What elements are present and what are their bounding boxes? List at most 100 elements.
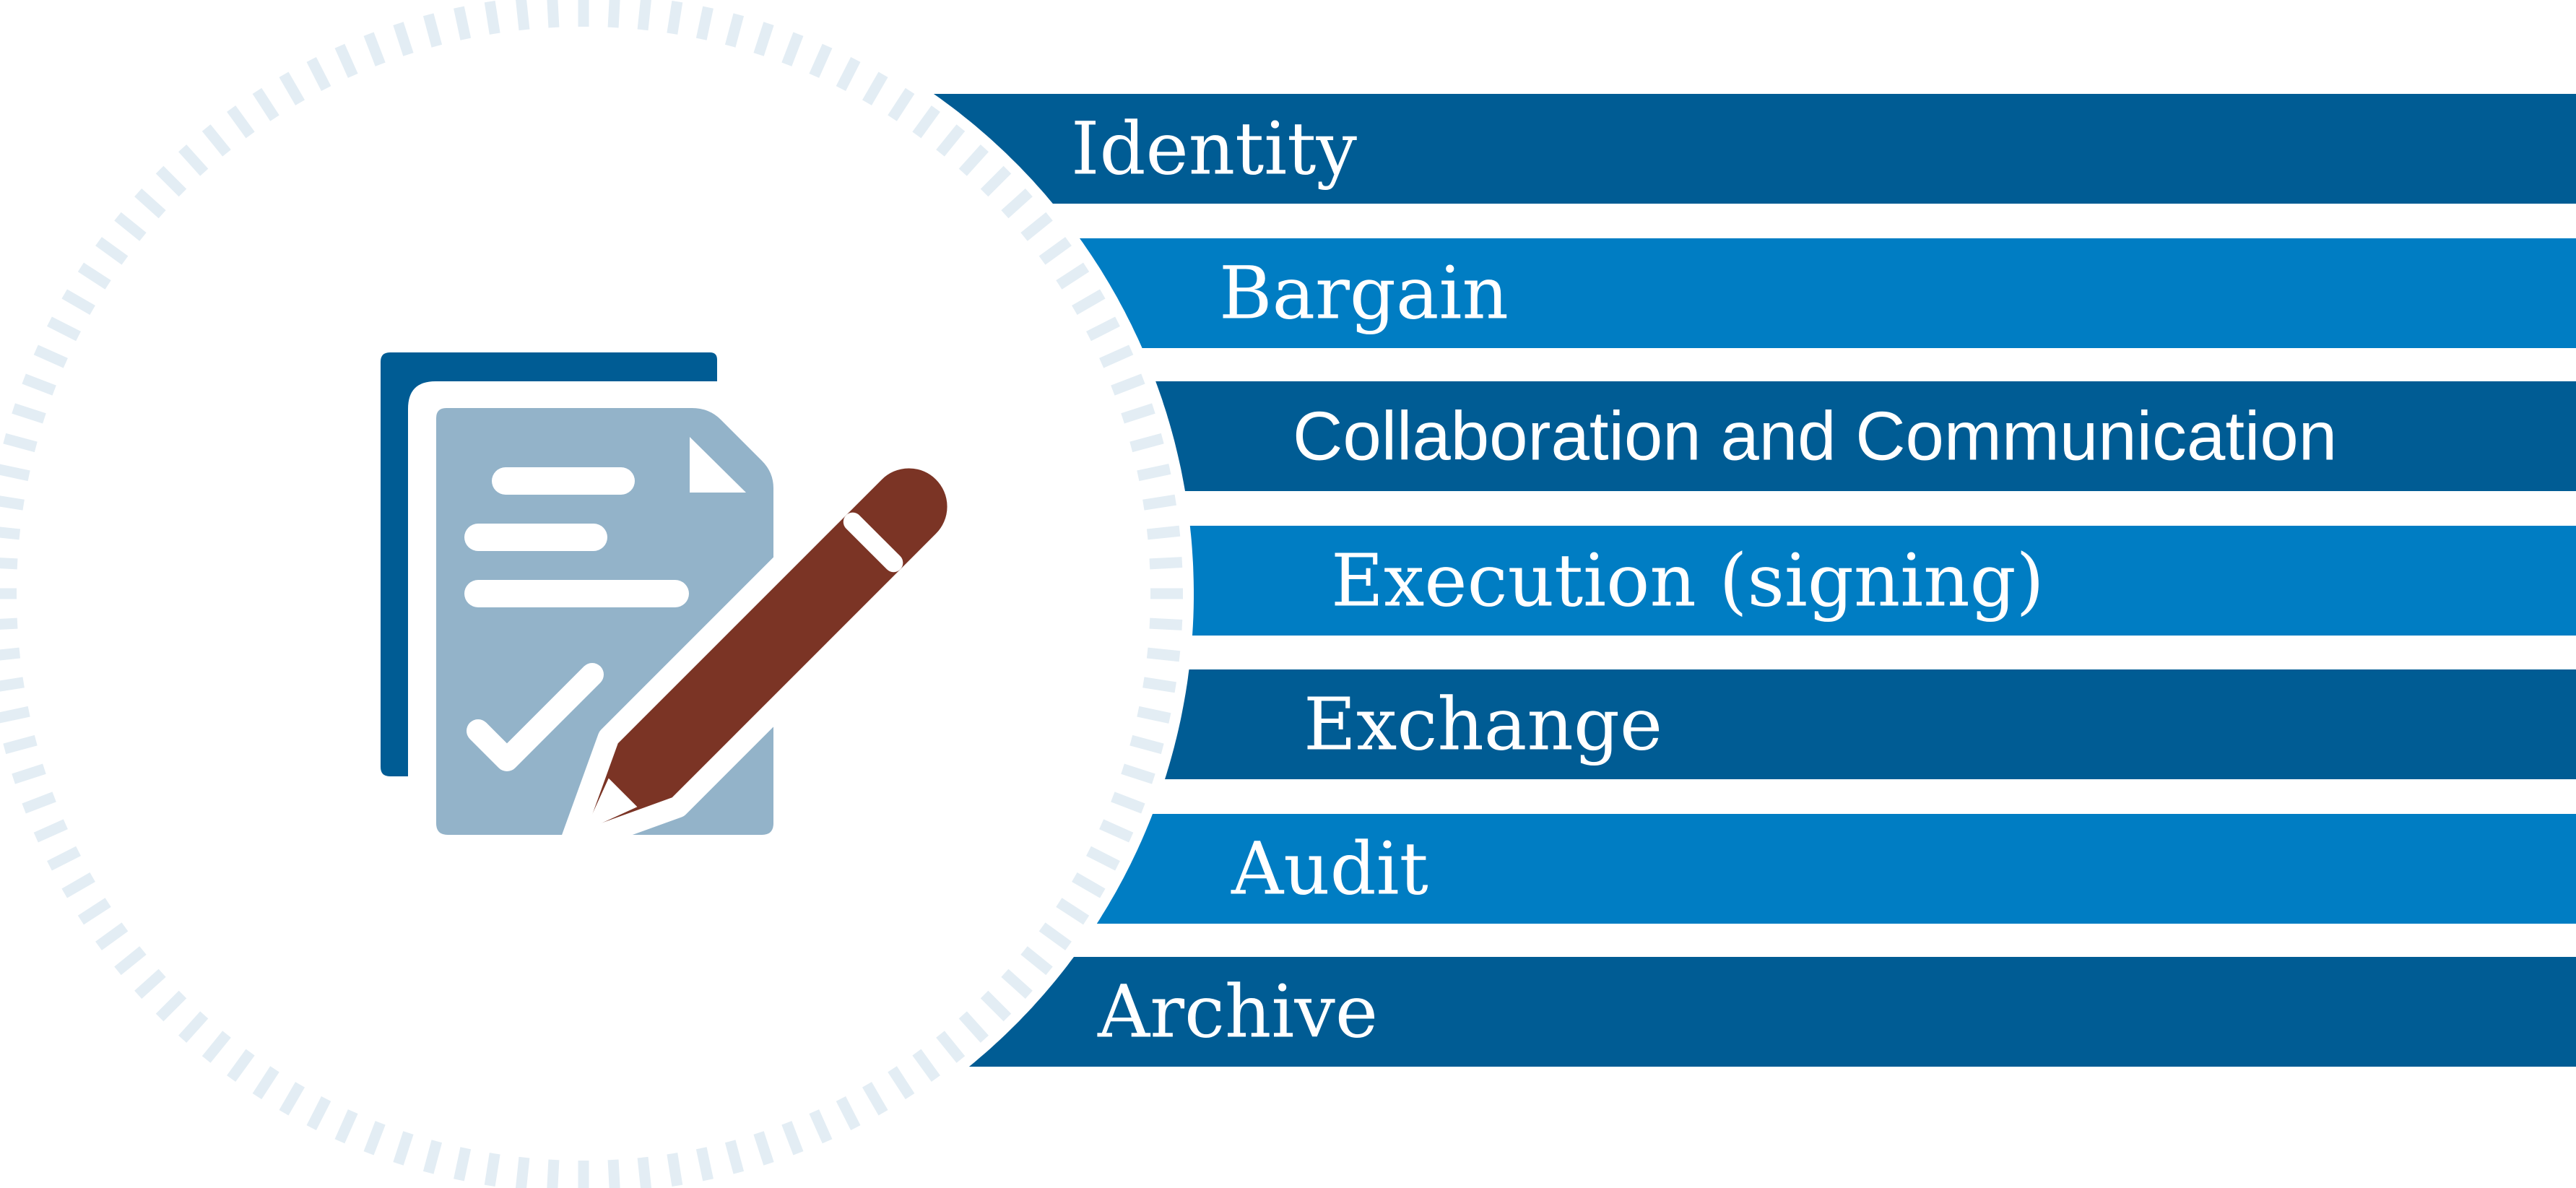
ring-dash	[1038, 237, 1072, 265]
ring-dash	[155, 990, 187, 1022]
ring-dash	[155, 165, 187, 197]
band-label-exchange: Exchange	[1304, 682, 1662, 767]
ring-dash	[363, 1121, 386, 1156]
ring-dash	[0, 706, 30, 724]
ring-dash	[1111, 373, 1145, 396]
ring-dash	[1099, 819, 1134, 843]
ring-dash	[936, 124, 966, 157]
ring-dash	[1001, 188, 1033, 219]
ring-dash	[980, 990, 1012, 1022]
lifecycle-band	[1189, 526, 2576, 636]
ring-dash	[1086, 846, 1120, 871]
ring-dash	[422, 13, 443, 48]
ring-dash	[0, 677, 25, 692]
ring-dash	[0, 495, 25, 511]
ring-dash	[33, 819, 68, 843]
ring-dash	[306, 1096, 331, 1130]
ring-dash	[1129, 433, 1164, 453]
pencil-tip	[584, 778, 638, 831]
ring-dash	[3, 734, 38, 755]
ring-dash	[547, 1159, 560, 1188]
ring-dash	[1149, 557, 1183, 570]
lifecycle-band	[1155, 381, 2576, 491]
ring-dash	[252, 87, 279, 121]
band-label-archive: Archive	[1097, 970, 1378, 1054]
ring-dash	[61, 872, 95, 898]
document-corner-fold	[690, 437, 746, 493]
ring-dash	[1020, 212, 1053, 241]
ring-dash	[454, 1147, 472, 1182]
ring-dash	[12, 403, 46, 424]
ring-dash	[12, 763, 46, 784]
ring-dash	[178, 144, 209, 176]
ring-dash	[77, 262, 111, 290]
ring-dash	[22, 373, 56, 396]
lifecycle-band	[1080, 238, 2576, 348]
ring-dash	[1146, 525, 1181, 540]
ring-dash	[227, 105, 255, 139]
ring-dash	[334, 43, 358, 78]
ring-dash	[781, 32, 804, 66]
ring-dash	[637, 0, 651, 31]
lifecycle-band	[1096, 814, 2576, 924]
ring-dash	[753, 1131, 774, 1166]
ring-dash	[516, 0, 530, 31]
ring-dash	[912, 105, 940, 139]
ring-dash	[1038, 922, 1072, 950]
ring-dash	[695, 1147, 714, 1182]
ring-dash	[134, 188, 166, 219]
ring-dash	[1137, 464, 1171, 482]
document-text-lines	[464, 467, 689, 607]
ring-dash	[484, 1153, 500, 1187]
ring-dash	[1056, 262, 1090, 290]
ring-dash	[695, 6, 714, 40]
ring-dash	[836, 57, 861, 91]
ring-dash	[393, 1131, 414, 1166]
ring-dash	[33, 344, 68, 368]
ring-dash	[912, 1049, 940, 1082]
ring-dash	[0, 464, 30, 482]
ring-dash	[667, 1, 683, 35]
ring-dash	[201, 124, 231, 157]
ring-dash	[334, 1109, 358, 1144]
ring-dash	[114, 212, 147, 241]
ring-dash	[306, 57, 331, 91]
ring-dash	[888, 87, 915, 121]
ring-dash	[1072, 872, 1106, 898]
ring-dash	[77, 898, 111, 925]
ring-dash	[667, 1153, 683, 1187]
ring-dash	[227, 1049, 255, 1082]
band-label-audit: Audit	[1231, 827, 1428, 911]
ring-dash	[22, 792, 56, 814]
dashed-circle-ring	[0, 0, 1183, 1188]
ring-dash	[809, 1109, 833, 1144]
lifecycle-band	[1165, 669, 2576, 779]
ring-dash	[980, 165, 1012, 197]
band-label-identity: Identity	[1071, 107, 1357, 191]
ring-dash	[607, 0, 620, 28]
ring-dash	[47, 316, 81, 342]
ring-dash	[47, 846, 81, 871]
ring-dash	[958, 144, 989, 176]
ring-dash	[515, 1156, 530, 1188]
ring-dash	[178, 1011, 209, 1043]
ring-dash	[724, 1140, 745, 1174]
ring-dash	[454, 6, 472, 40]
ring-dash	[279, 71, 305, 105]
ring-dash	[862, 1082, 888, 1116]
band-label-bargain: Bargain	[1219, 251, 1509, 336]
checkmark-icon	[467, 663, 604, 771]
ring-dash	[724, 13, 745, 48]
ring-dash	[862, 71, 888, 105]
ring-dash	[422, 1140, 443, 1174]
lifecycle-stage-bands	[933, 94, 2576, 1067]
ring-dash	[1137, 706, 1171, 724]
ring-dash	[1121, 763, 1155, 784]
pencil-eraser-band	[843, 512, 903, 573]
ring-dash	[836, 1096, 861, 1130]
pencil-shape	[558, 446, 969, 857]
band-label-execution: Execution (signing)	[1331, 539, 2044, 623]
ring-dash	[958, 1011, 989, 1043]
ring-dash	[201, 1031, 231, 1063]
